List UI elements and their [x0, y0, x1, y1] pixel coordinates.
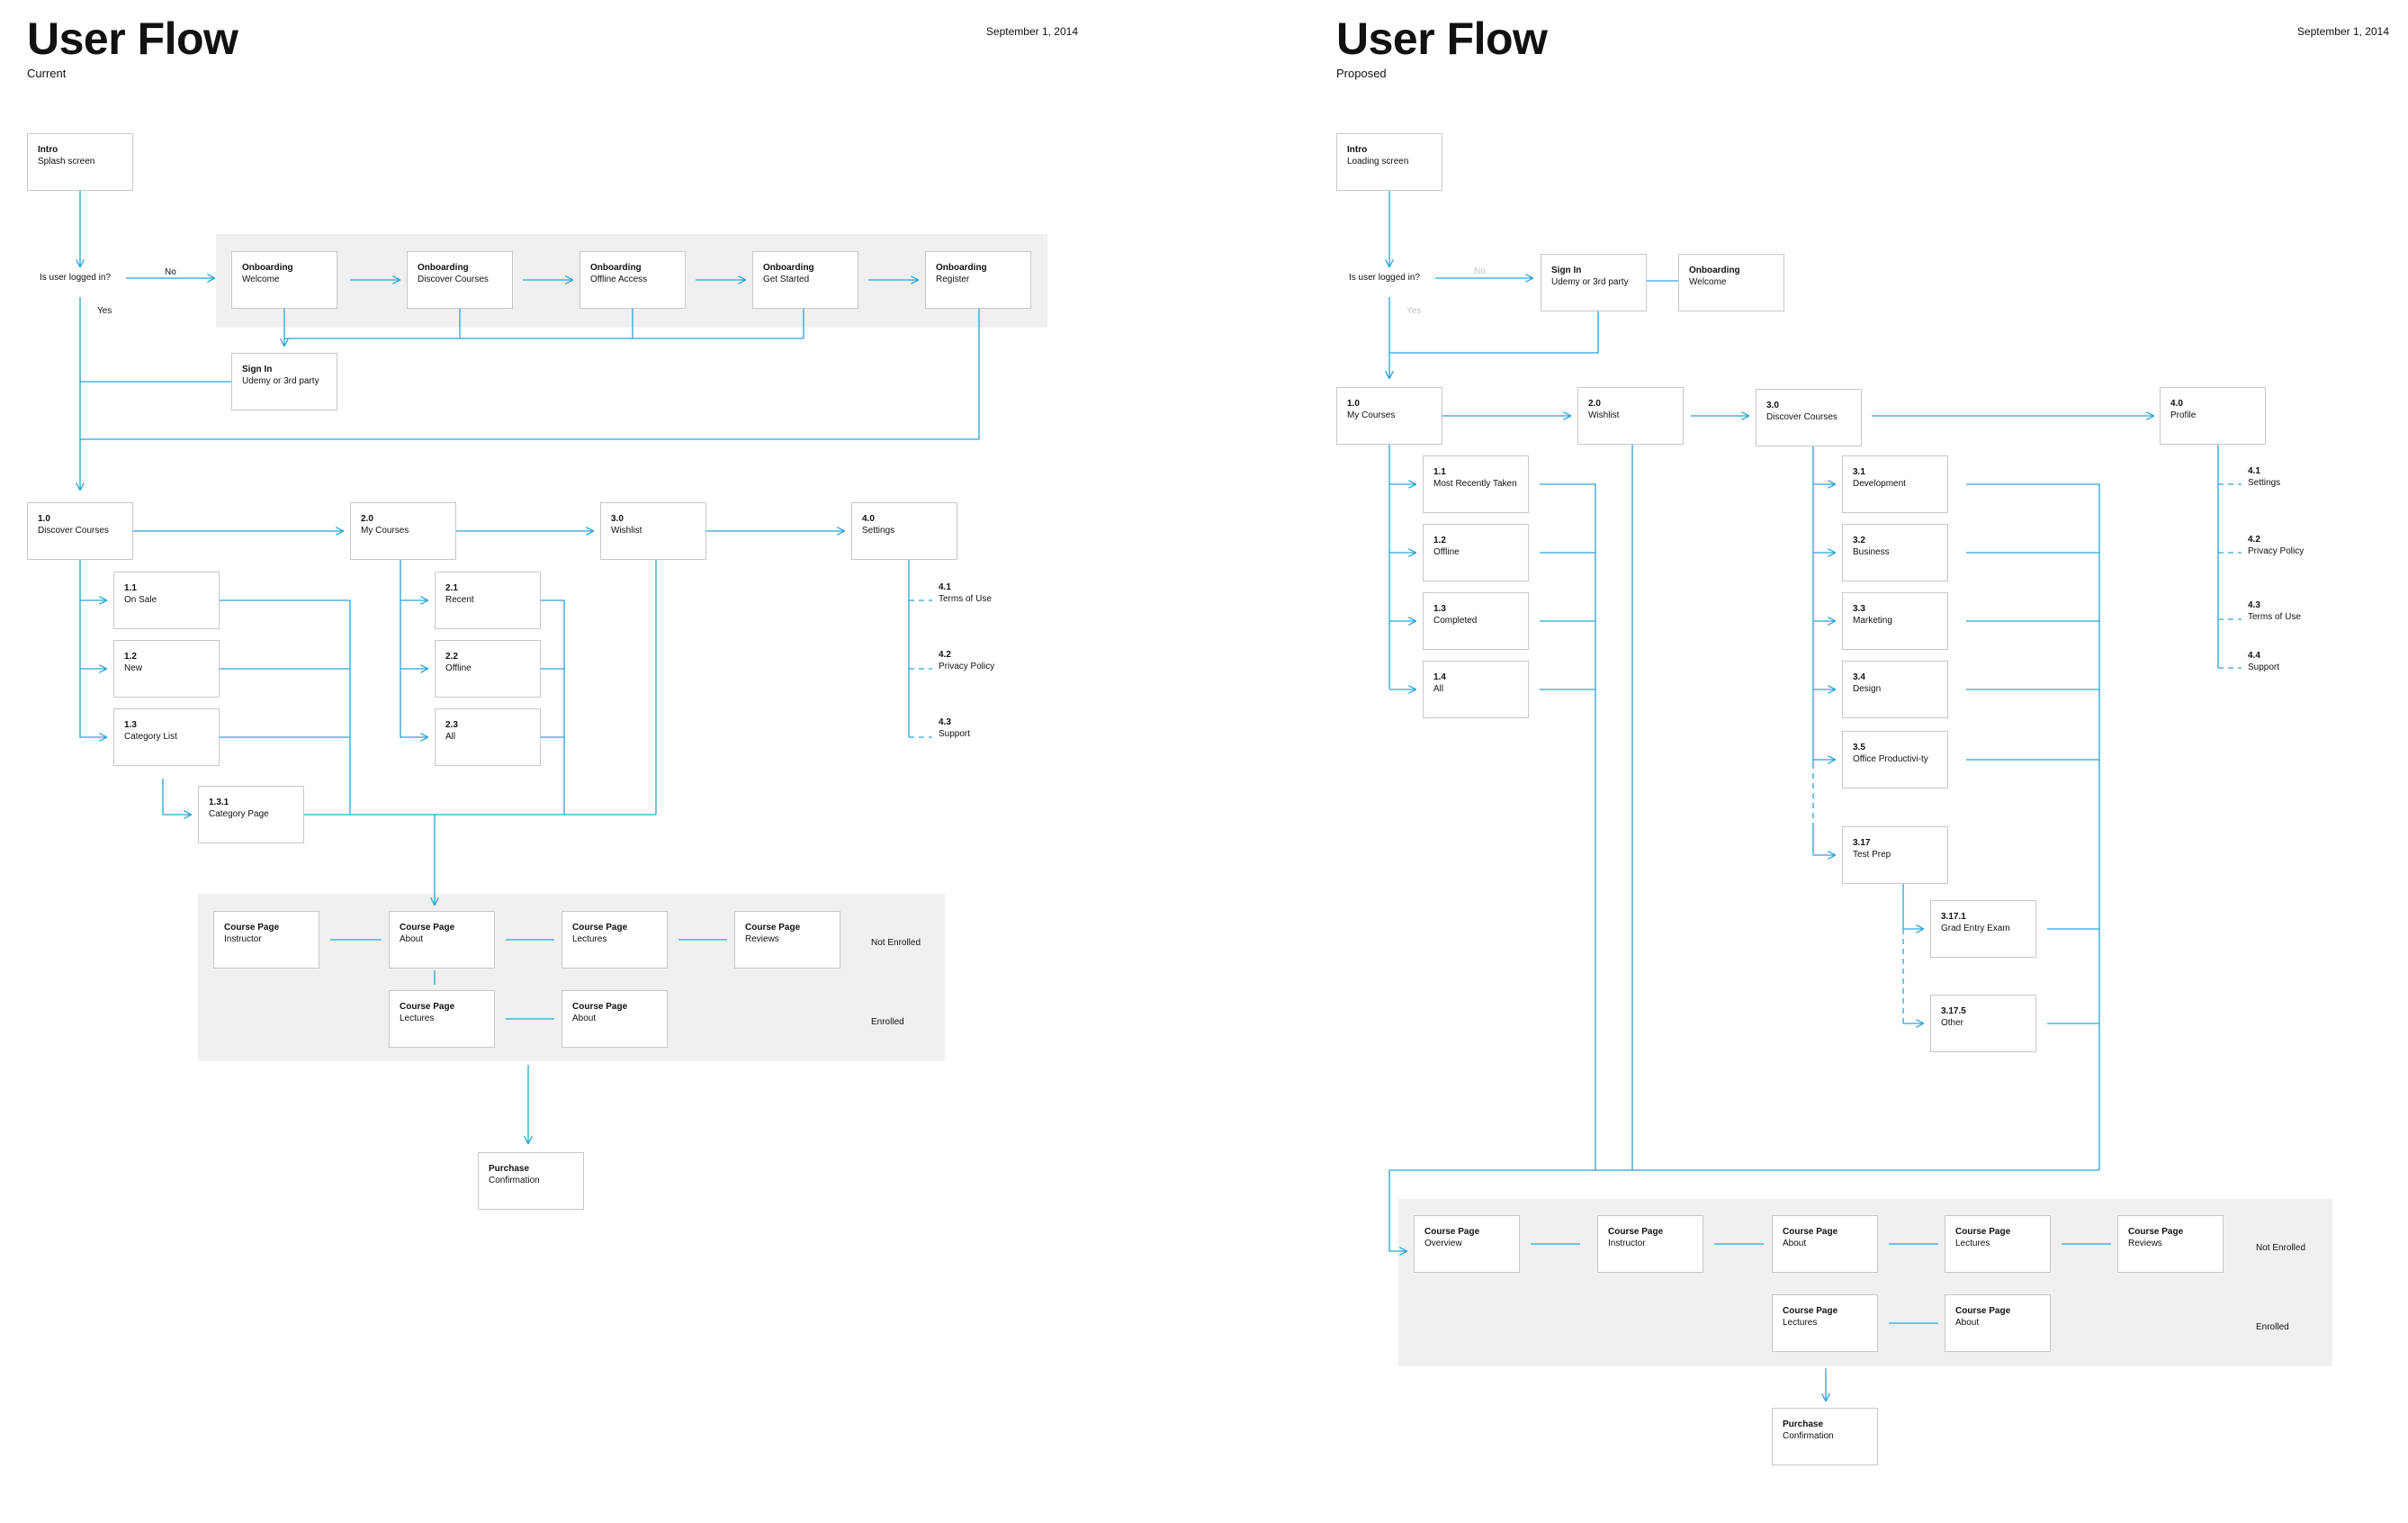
decision-label: Is user logged in?	[1349, 273, 1420, 283]
enrolled-label: Enrolled	[871, 1017, 904, 1027]
page-title: User Flow	[27, 14, 238, 64]
page-date: September 1, 2014	[985, 25, 1078, 38]
enrolled-label: Enrolled	[2256, 1322, 2289, 1332]
yes-label: Yes	[97, 306, 112, 316]
page-date: September 1, 2014	[2296, 25, 2389, 38]
decision-label: Is user logged in?	[40, 273, 111, 283]
page-title: User Flow	[1336, 14, 1548, 64]
page-subtitle: Current	[27, 67, 67, 80]
no-label: No	[1474, 266, 1486, 276]
not-enrolled-label: Not Enrolled	[2256, 1243, 2306, 1253]
current-flow-panel: User Flow Current September 1, 2014 Is u…	[27, 14, 1078, 1210]
no-label: No	[165, 267, 176, 277]
proposed-flow-panel: User Flow Proposed September 1, 2014 Is …	[1309, 0, 2408, 1523]
not-enrolled-label: Not Enrolled	[871, 938, 921, 948]
yes-label: Yes	[1406, 306, 1422, 316]
page-subtitle: Proposed	[1336, 67, 1387, 80]
